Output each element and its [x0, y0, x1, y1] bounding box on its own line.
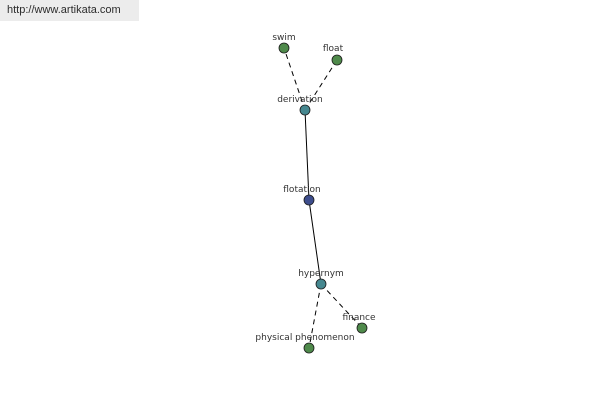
edge-hypernym-physical-phenomenon	[308, 283, 322, 349]
node-hypernym[interactable]: hypernym	[298, 269, 344, 290]
node-finance[interactable]: finance	[342, 313, 376, 334]
node-flotation-label: flotation	[283, 185, 320, 195]
node-hypernym-label: hypernym	[298, 269, 344, 279]
node-derivation-label: derivation	[277, 95, 323, 105]
edge-derivation-float	[304, 59, 338, 111]
node-float-marker[interactable]	[331, 54, 343, 66]
node-swim-marker[interactable]	[278, 42, 290, 54]
edge-flotation-hypernym	[308, 199, 322, 285]
site-url-link[interactable]: http://www.artikata.com	[0, 0, 139, 21]
node-physical-phenomenon-marker[interactable]	[303, 342, 315, 354]
node-physical-phenomenon-label: physical phenomenon	[255, 333, 354, 343]
edge-hypernym-finance	[320, 283, 363, 329]
node-swim[interactable]: swim	[272, 33, 296, 54]
node-flotation[interactable]: flotation	[283, 185, 321, 206]
edge-flotation-derivation	[304, 109, 310, 201]
node-flotation-marker[interactable]	[303, 194, 315, 206]
node-derivation-marker[interactable]	[299, 104, 311, 116]
node-swim-label: swim	[272, 33, 295, 43]
node-finance-label: finance	[342, 313, 376, 323]
edge-derivation-swim	[283, 47, 306, 111]
node-float[interactable]: float	[323, 44, 344, 66]
node-physical-phenomenon[interactable]: physical phenomenon	[255, 333, 355, 354]
node-hypernym-marker[interactable]	[315, 278, 327, 290]
node-finance-marker[interactable]	[356, 322, 368, 334]
node-float-label: float	[323, 44, 344, 54]
node-derivation[interactable]: derivation	[277, 95, 323, 116]
